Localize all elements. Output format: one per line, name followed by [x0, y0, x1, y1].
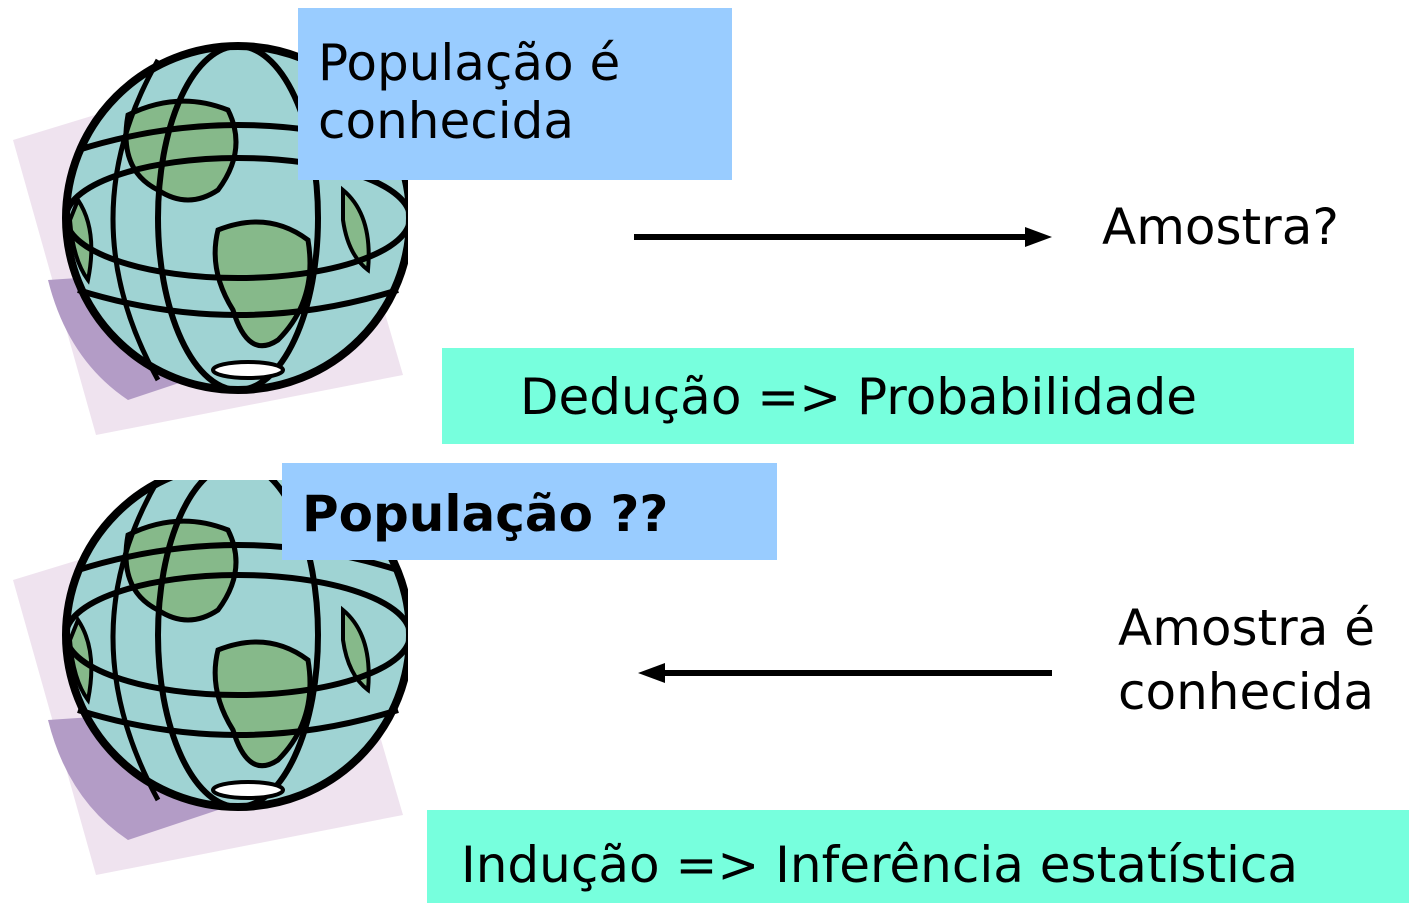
population-unknown-box: População ?? [282, 463, 777, 560]
deduction-box: Dedução => Probabilidade [442, 348, 1354, 444]
sample-known-label: Amostra é conhecida [1118, 599, 1376, 721]
induction-box: Indução => Inferência estatística [427, 810, 1409, 903]
induction-label: Indução => Inferência estatística [461, 836, 1299, 894]
globe-icon [13, 480, 408, 875]
arrow-right-icon [634, 227, 1052, 247]
population-known-label: População é conhecida [318, 34, 621, 150]
deduction-label: Dedução => Probabilidade [520, 368, 1197, 426]
population-known-box: População é conhecida [298, 8, 732, 180]
arrow-left-icon [638, 663, 1052, 683]
sample-question-label: Amostra? [1102, 198, 1339, 256]
population-unknown-label: População ?? [302, 485, 669, 543]
